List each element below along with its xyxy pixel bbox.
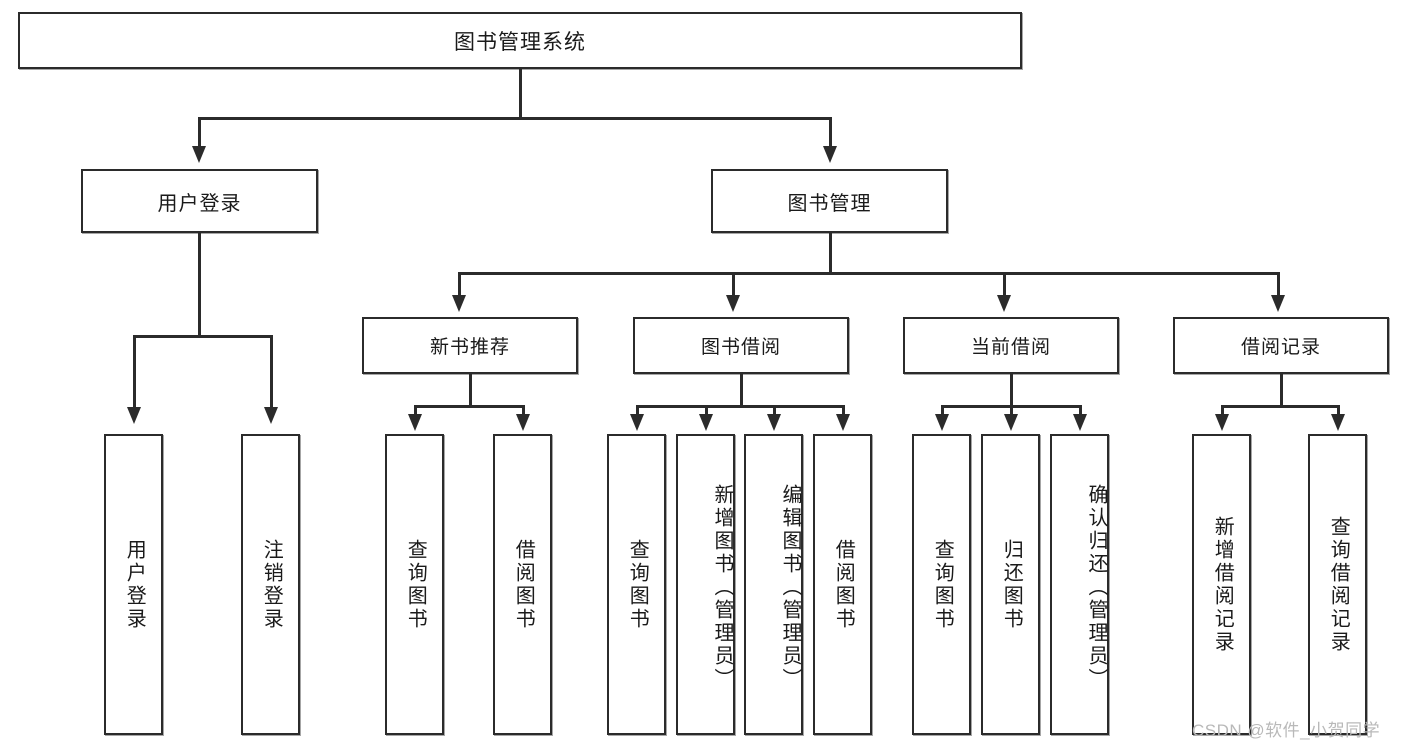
leaf-add-book-admin[interactable]: 新增图书（管理员）	[676, 434, 735, 735]
connector-record-to-query	[1337, 405, 1340, 417]
node-current-borrow[interactable]: 当前借阅	[903, 317, 1119, 374]
arrowhead-book-mgmt-to-borrow	[726, 295, 740, 312]
connector-new-book-to-borrow	[522, 405, 525, 417]
node-label: 图书管理系统	[454, 30, 586, 54]
arrowhead-book-mgmt-to-new-book	[452, 295, 466, 312]
connector-book-mgmt-bar	[458, 272, 1279, 275]
node-book-management[interactable]: 图书管理	[711, 169, 948, 233]
connector-book-borrow-trunk	[740, 374, 743, 407]
connector-book-borrow-bar	[636, 405, 844, 408]
connector-user-login-to-login	[133, 335, 136, 408]
leaf-borrow-book-recommend[interactable]: 借阅图书	[493, 434, 552, 735]
node-label: 编辑图书（管理员）	[779, 484, 801, 691]
leaf-query-borrow-record[interactable]: 查询借阅记录	[1308, 434, 1367, 735]
arrowhead-current-to-return	[1004, 414, 1018, 431]
connector-record-to-add	[1221, 405, 1224, 417]
node-label: 新书推荐	[429, 337, 510, 358]
arrowhead-book-borrow-to-borrow	[836, 414, 850, 431]
arrowhead-new-book-to-borrow	[516, 414, 530, 431]
arrowhead-current-to-query	[935, 414, 949, 431]
node-new-book-recommend[interactable]: 新书推荐	[362, 317, 578, 374]
arrowhead-book-borrow-to-query	[630, 414, 644, 431]
node-label: 借阅图书	[832, 538, 855, 631]
connector-book-borrow-to-borrow	[842, 405, 845, 417]
node-label: 当前借阅	[970, 337, 1051, 358]
connector-book-mgmt-trunk	[829, 233, 832, 274]
node-label: 查询图书	[626, 538, 649, 631]
node-label: 用户登录	[123, 538, 146, 631]
node-label: 新增借阅记录	[1211, 515, 1234, 654]
leaf-query-book-borrow[interactable]: 查询图书	[607, 434, 666, 735]
connector-user-login-trunk	[198, 233, 201, 337]
arrowhead-root-to-user-login	[192, 146, 206, 163]
arrowhead-book-mgmt-to-current	[997, 295, 1011, 312]
arrowhead-root-to-book-mgmt	[823, 146, 837, 163]
node-label: 归还图书	[1000, 538, 1023, 631]
leaf-edit-book-admin[interactable]: 编辑图书（管理员）	[744, 434, 803, 735]
node-label: 借阅记录	[1240, 337, 1321, 358]
node-label: 查询图书	[931, 538, 954, 631]
arrowhead-current-to-confirm	[1073, 414, 1087, 431]
connector-book-borrow-to-edit	[773, 405, 776, 417]
connector-book-mgmt-to-borrow	[732, 272, 735, 296]
connector-new-book-trunk	[469, 374, 472, 407]
leaf-query-book-recommend[interactable]: 查询图书	[385, 434, 444, 735]
connector-current-to-return	[1010, 405, 1013, 417]
connector-root-to-user-login	[198, 117, 201, 147]
arrowhead-record-to-query	[1331, 414, 1345, 431]
leaf-logout[interactable]: 注销登录	[241, 434, 300, 735]
node-label: 新增图书（管理员）	[711, 484, 733, 691]
connector-book-mgmt-to-record	[1277, 272, 1280, 296]
node-label: 查询借阅记录	[1327, 515, 1350, 654]
node-label: 用户登录	[157, 192, 242, 215]
leaf-borrow-book[interactable]: 借阅图书	[813, 434, 872, 735]
arrowhead-book-mgmt-to-record	[1271, 295, 1285, 312]
connector-root-trunk	[519, 69, 522, 119]
connector-book-mgmt-to-current	[1003, 272, 1006, 296]
connector-current-to-confirm	[1079, 405, 1082, 417]
connector-user-login-to-logout	[270, 335, 273, 408]
arrowhead-record-to-add	[1215, 414, 1229, 431]
connector-book-mgmt-to-new-book	[458, 272, 461, 296]
connector-new-book-bar	[414, 405, 524, 408]
node-label: 图书管理	[787, 192, 872, 215]
connector-book-borrow-to-add	[705, 405, 708, 417]
connector-book-borrow-to-query	[636, 405, 639, 417]
node-borrow-record[interactable]: 借阅记录	[1173, 317, 1389, 374]
arrowhead-user-login-to-logout	[264, 407, 278, 424]
leaf-confirm-return-admin[interactable]: 确认归还（管理员）	[1050, 434, 1109, 735]
node-book-borrow[interactable]: 图书借阅	[633, 317, 849, 374]
node-label: 确认归还（管理员）	[1085, 484, 1107, 691]
connector-current-to-query	[941, 405, 944, 417]
leaf-user-login[interactable]: 用户登录	[104, 434, 163, 735]
node-user-login[interactable]: 用户登录	[81, 169, 318, 233]
node-root-system[interactable]: 图书管理系统	[18, 12, 1022, 69]
connector-new-book-to-query	[414, 405, 417, 417]
connector-borrow-record-trunk	[1280, 374, 1283, 407]
node-label: 注销登录	[260, 538, 283, 631]
leaf-query-book-current[interactable]: 查询图书	[912, 434, 971, 735]
arrowhead-book-borrow-to-edit	[767, 414, 781, 431]
connector-user-login-bar	[133, 335, 272, 338]
connector-borrow-record-bar	[1221, 405, 1339, 408]
leaf-return-book[interactable]: 归还图书	[981, 434, 1040, 735]
leaf-add-borrow-record[interactable]: 新增借阅记录	[1192, 434, 1251, 735]
connector-root-to-book-mgmt	[829, 117, 832, 147]
arrowhead-book-borrow-to-add	[699, 414, 713, 431]
arrowhead-user-login-to-login	[127, 407, 141, 424]
node-label: 借阅图书	[512, 538, 535, 631]
arrowhead-new-book-to-query	[408, 414, 422, 431]
node-label: 图书借阅	[700, 337, 781, 358]
node-label: 查询图书	[404, 538, 427, 631]
connector-current-borrow-trunk	[1010, 374, 1013, 407]
connector-root-bar	[198, 117, 831, 120]
